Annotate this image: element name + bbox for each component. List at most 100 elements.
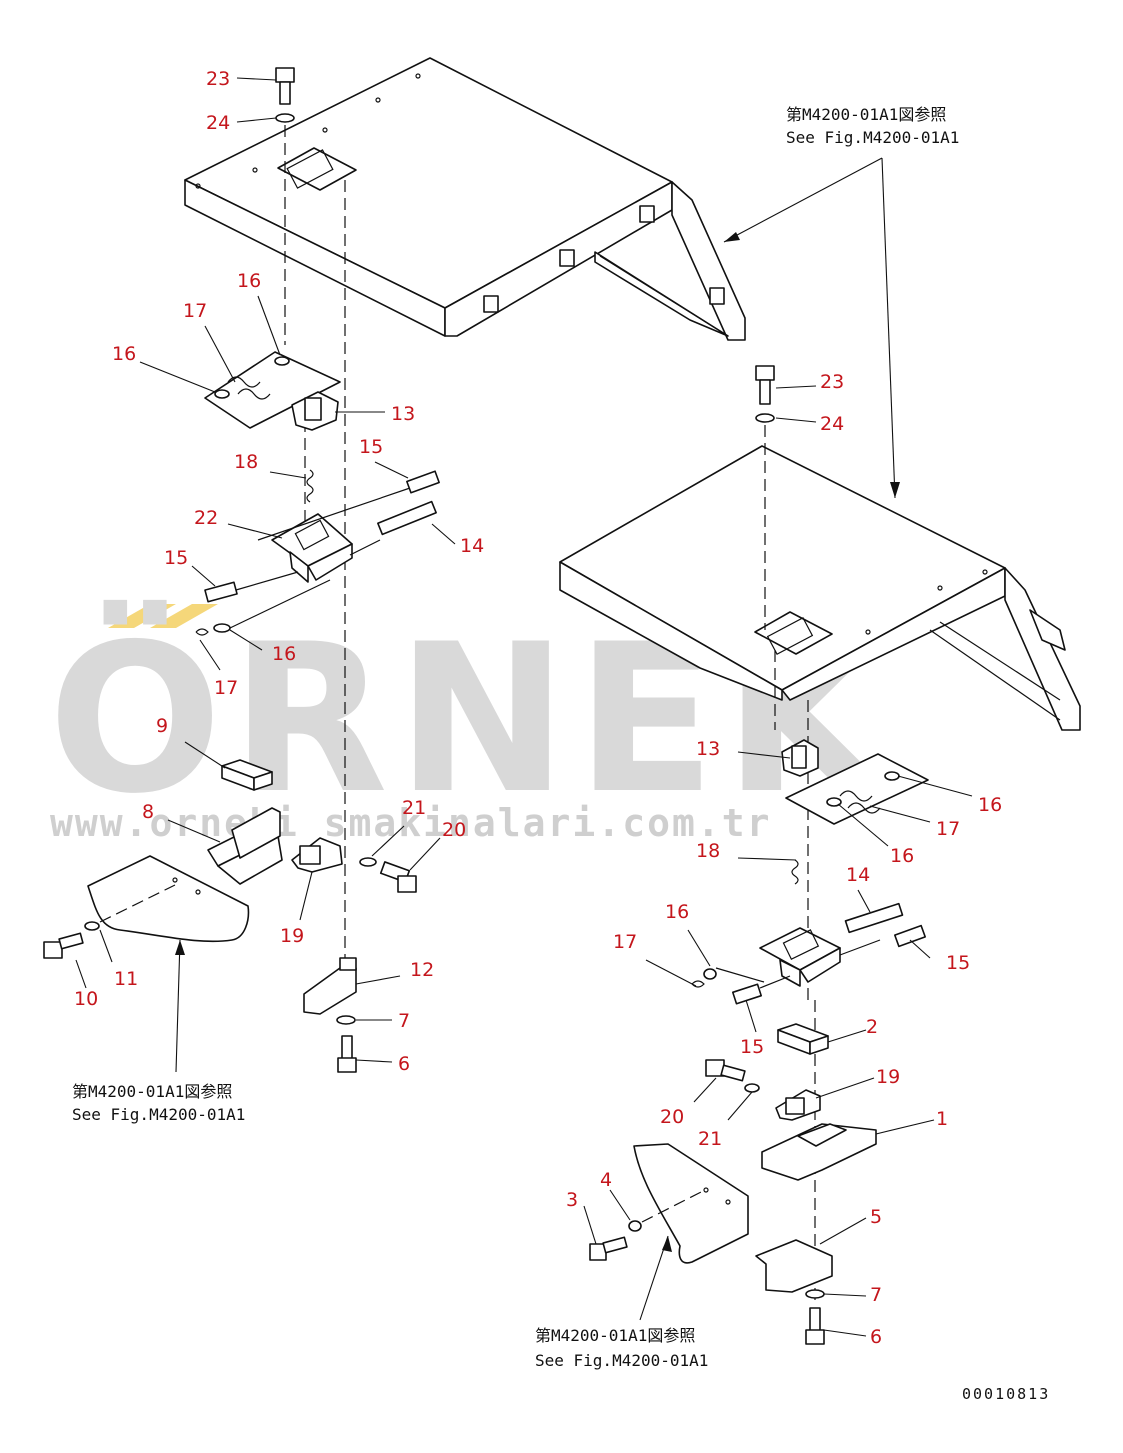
pin-14-right <box>844 902 904 934</box>
bolt-10-left <box>43 932 84 959</box>
pin-14-left <box>349 500 437 556</box>
latch-13-right <box>781 739 819 777</box>
callout-9-left: 9 <box>156 715 168 737</box>
callout-16-right-c: 16 <box>665 901 689 923</box>
spring-18-left <box>306 469 314 503</box>
callout-18-right: 18 <box>696 840 720 862</box>
reference-top-right: 第M4200-01A1図参照 See Fig.M4200-01A1 <box>786 105 959 147</box>
leaders-left <box>75 77 456 1063</box>
bracket-8-left <box>207 807 283 885</box>
reference-en: See Fig.M4200-01A1 <box>786 128 959 147</box>
pin-15-lower-right <box>731 975 791 1005</box>
callout-22-left: 22 <box>194 507 218 529</box>
callout-7-left: 7 <box>398 1010 410 1032</box>
pin-15-lower-left <box>195 571 331 636</box>
cover-plate-right <box>633 1143 749 1264</box>
callout-16-left-c: 16 <box>272 643 296 665</box>
callout-14-left: 14 <box>460 535 484 557</box>
reference-bottom-right: 第M4200-01A1図参照 See Fig.M4200-01A1 <box>535 1326 708 1370</box>
pin-15-upper-left <box>257 470 440 541</box>
document-number: 00010813 <box>962 1385 1050 1403</box>
callout-23-right: 23 <box>820 371 844 393</box>
washer-11-left <box>84 921 100 931</box>
upper-cover-right <box>559 445 1081 731</box>
watermark-url: www.orneki smakinalari.com.tr <box>50 801 771 845</box>
washer-7-left <box>336 1015 356 1025</box>
bracket-22-right <box>759 927 841 987</box>
callout-10-left: 10 <box>74 988 98 1010</box>
bracket-22-left <box>271 513 353 583</box>
bolt-20-left <box>379 861 417 893</box>
watermark-accent-left <box>108 604 176 628</box>
block-9-left <box>221 759 273 791</box>
bracket-5-right <box>755 1239 833 1293</box>
watermark-accent-right <box>150 604 218 628</box>
callout-21-left: 21 <box>402 797 426 819</box>
callout-17-left-a: 17 <box>183 300 207 322</box>
bracket-1-right <box>761 1123 877 1181</box>
callout-24-left: 24 <box>206 112 230 134</box>
bolt-6-left <box>337 1035 357 1073</box>
washer-7-right <box>805 1289 825 1299</box>
callout-17-right-a: 17 <box>936 818 960 840</box>
bracket-19-left <box>291 837 343 873</box>
washer-16-right-lower <box>703 968 717 980</box>
bolt-23-right <box>755 365 775 423</box>
bolt-6-right <box>805 1307 825 1345</box>
callout-16-left-b: 16 <box>112 343 136 365</box>
callout-16-right-b: 16 <box>890 845 914 867</box>
callout-24-right: 24 <box>820 413 844 435</box>
callout-11-left: 11 <box>114 968 138 990</box>
callout-19-right: 19 <box>876 1066 900 1088</box>
callout-1-right: 1 <box>936 1108 948 1130</box>
reference-jp: 第M4200-01A1図参照 <box>535 1326 695 1345</box>
callout-8-left: 8 <box>142 801 154 823</box>
callout-16-left-a: 16 <box>237 270 261 292</box>
callout-18-left: 18 <box>234 451 258 473</box>
reference-jp: 第M4200-01A1図参照 <box>786 105 946 124</box>
reference-en: See Fig.M4200-01A1 <box>72 1105 245 1124</box>
reference-bottom-left: 第M4200-01A1図参照 See Fig.M4200-01A1 <box>72 1082 245 1124</box>
callout-21-right: 21 <box>698 1128 722 1150</box>
callout-17-left-b: 17 <box>214 677 238 699</box>
callout-23-left: 23 <box>206 68 230 90</box>
ref-arrow-bottom-left <box>175 939 181 1073</box>
ref-arrow-top-to-right <box>881 157 896 499</box>
bracket-12-left <box>303 957 357 1015</box>
bolt-3-right <box>589 1236 628 1261</box>
callout-15-right-a: 15 <box>946 952 970 974</box>
shim-plate-left <box>204 351 341 429</box>
washer-24-right <box>755 413 775 423</box>
block-2-right <box>777 1023 829 1055</box>
callout-5-right: 5 <box>870 1206 882 1228</box>
bolt-23-left <box>275 67 295 123</box>
callout-15-left-b: 15 <box>164 547 188 569</box>
spring-18-right <box>791 859 799 885</box>
callout-17-right-b: 17 <box>613 931 637 953</box>
bolt-20-right <box>705 1059 746 1082</box>
callout-4-right: 4 <box>600 1169 612 1191</box>
callout-14-right: 14 <box>846 864 870 886</box>
callout-13-left: 13 <box>391 403 415 425</box>
reference-jp: 第M4200-01A1図参照 <box>72 1082 232 1101</box>
callout-2-right: 2 <box>866 1016 878 1038</box>
washer-4-right <box>628 1220 642 1232</box>
callout-6-right: 6 <box>870 1326 882 1348</box>
callout-15-right-b: 15 <box>740 1036 764 1058</box>
washer-21-left <box>359 857 377 867</box>
latch-13-left <box>291 391 339 431</box>
cotter-17-right <box>691 980 705 988</box>
shim-plate-right <box>785 753 929 825</box>
ref-arrow-top-to-left <box>723 157 883 243</box>
callout-15-left-a: 15 <box>359 436 383 458</box>
callout-16-right-a: 16 <box>978 794 1002 816</box>
callout-20-right: 20 <box>660 1106 684 1128</box>
callout-7-right: 7 <box>870 1284 882 1306</box>
bracket-19-right <box>775 1089 821 1121</box>
callouts-left: 23 24 16 17 16 13 18 15 22 14 15 16 17 9… <box>74 68 484 1075</box>
callout-19-left: 19 <box>280 925 304 947</box>
washer-21-right <box>744 1083 760 1093</box>
callout-12-left: 12 <box>410 959 434 981</box>
callouts-right: 23 24 13 16 17 16 18 14 16 17 15 15 2 19… <box>566 371 1002 1348</box>
